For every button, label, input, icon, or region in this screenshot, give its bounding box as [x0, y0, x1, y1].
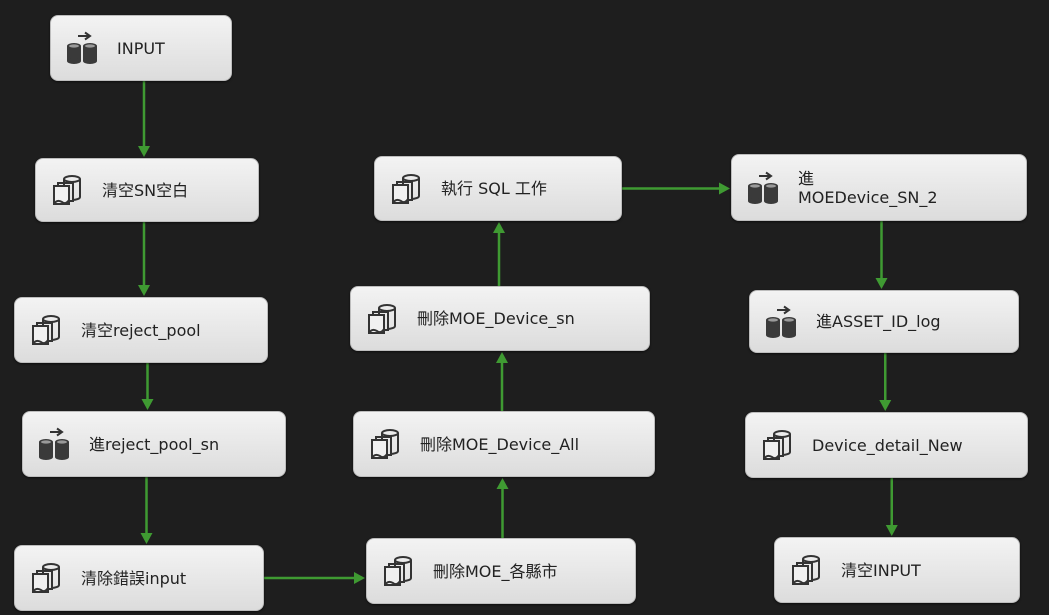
task-delete-moe-counties[interactable]: 刪除MOE_各縣市 — [366, 538, 636, 604]
precedence-arrow-t10-t11[interactable] — [875, 221, 888, 289]
task-clear-reject-pool[interactable]: 清空reject_pool — [14, 297, 268, 363]
task-clear-input[interactable]: 清空INPUT — [774, 537, 1020, 603]
execute-sql-icon — [760, 428, 794, 462]
task-label: 進reject_pool_sn — [89, 434, 220, 454]
precedence-arrow-t8-t9[interactable] — [493, 222, 505, 286]
data-flow-icon — [65, 31, 99, 65]
data-flow-icon — [764, 305, 798, 339]
data-flow-icon — [37, 427, 71, 461]
precedence-arrow-t11-t12[interactable] — [879, 353, 892, 411]
precedence-arrow-t3-t4[interactable] — [141, 363, 154, 410]
task-load-asset-id-log[interactable]: 進ASSET_ID_log — [749, 290, 1019, 353]
task-label: 刪除MOE_各縣市 — [433, 561, 558, 581]
precedence-arrow-t6-t7[interactable] — [496, 478, 509, 538]
task-clear-error-input[interactable]: 清除錯誤input — [14, 545, 264, 611]
task-delete-moe-device-sn[interactable]: 刪除MOE_Device_sn — [350, 286, 650, 351]
task-label: INPUT — [117, 38, 165, 58]
precedence-arrow-t1-t2[interactable] — [138, 81, 150, 157]
task-clear-sn-blank[interactable]: 清空SN空白 — [35, 158, 259, 222]
execute-sql-icon — [368, 427, 402, 461]
task-load-moedevice-sn-2[interactable]: 進 MOEDevice_SN_2 — [731, 154, 1027, 221]
execute-sql-icon — [365, 302, 399, 336]
task-label: 刪除MOE_Device_All — [420, 434, 580, 454]
precedence-arrow-t4-t5[interactable] — [140, 477, 153, 544]
execute-sql-icon — [381, 554, 415, 588]
execute-sql-icon — [50, 173, 84, 207]
task-delete-moe-device-all[interactable]: 刪除MOE_Device_All — [353, 411, 655, 477]
task-label: 執行 SQL 工作 — [441, 179, 547, 198]
task-label: 刪除MOE_Device_sn — [417, 309, 575, 328]
task-label: 進 MOEDevice_SN_2 — [798, 168, 938, 207]
task-device-detail-new[interactable]: Device_detail_New — [745, 412, 1028, 478]
execute-sql-icon — [29, 313, 63, 347]
precedence-arrow-t12-t13[interactable] — [885, 478, 898, 536]
task-input[interactable]: INPUT — [50, 15, 232, 81]
task-label: 清空reject_pool — [81, 320, 201, 340]
precedence-arrow-t9-t10[interactable] — [622, 182, 730, 195]
task-load-reject-pool-sn[interactable]: 進reject_pool_sn — [22, 411, 286, 477]
precedence-arrow-t5-t6[interactable] — [264, 572, 365, 584]
precedence-arrow-t7-t8[interactable] — [496, 352, 508, 411]
task-label: Device_detail_New — [812, 435, 963, 455]
task-label: 清除錯誤input — [81, 568, 187, 588]
execute-sql-icon — [29, 561, 63, 595]
precedence-arrow-t2-t3[interactable] — [138, 222, 150, 296]
execute-sql-icon — [789, 553, 823, 587]
task-label: 進ASSET_ID_log — [816, 312, 941, 331]
task-execute-sql[interactable]: 執行 SQL 工作 — [374, 156, 622, 221]
task-label: 清空SN空白 — [102, 180, 189, 200]
task-label: 清空INPUT — [841, 560, 921, 580]
execute-sql-icon — [389, 172, 423, 206]
data-flow-icon — [746, 171, 780, 205]
